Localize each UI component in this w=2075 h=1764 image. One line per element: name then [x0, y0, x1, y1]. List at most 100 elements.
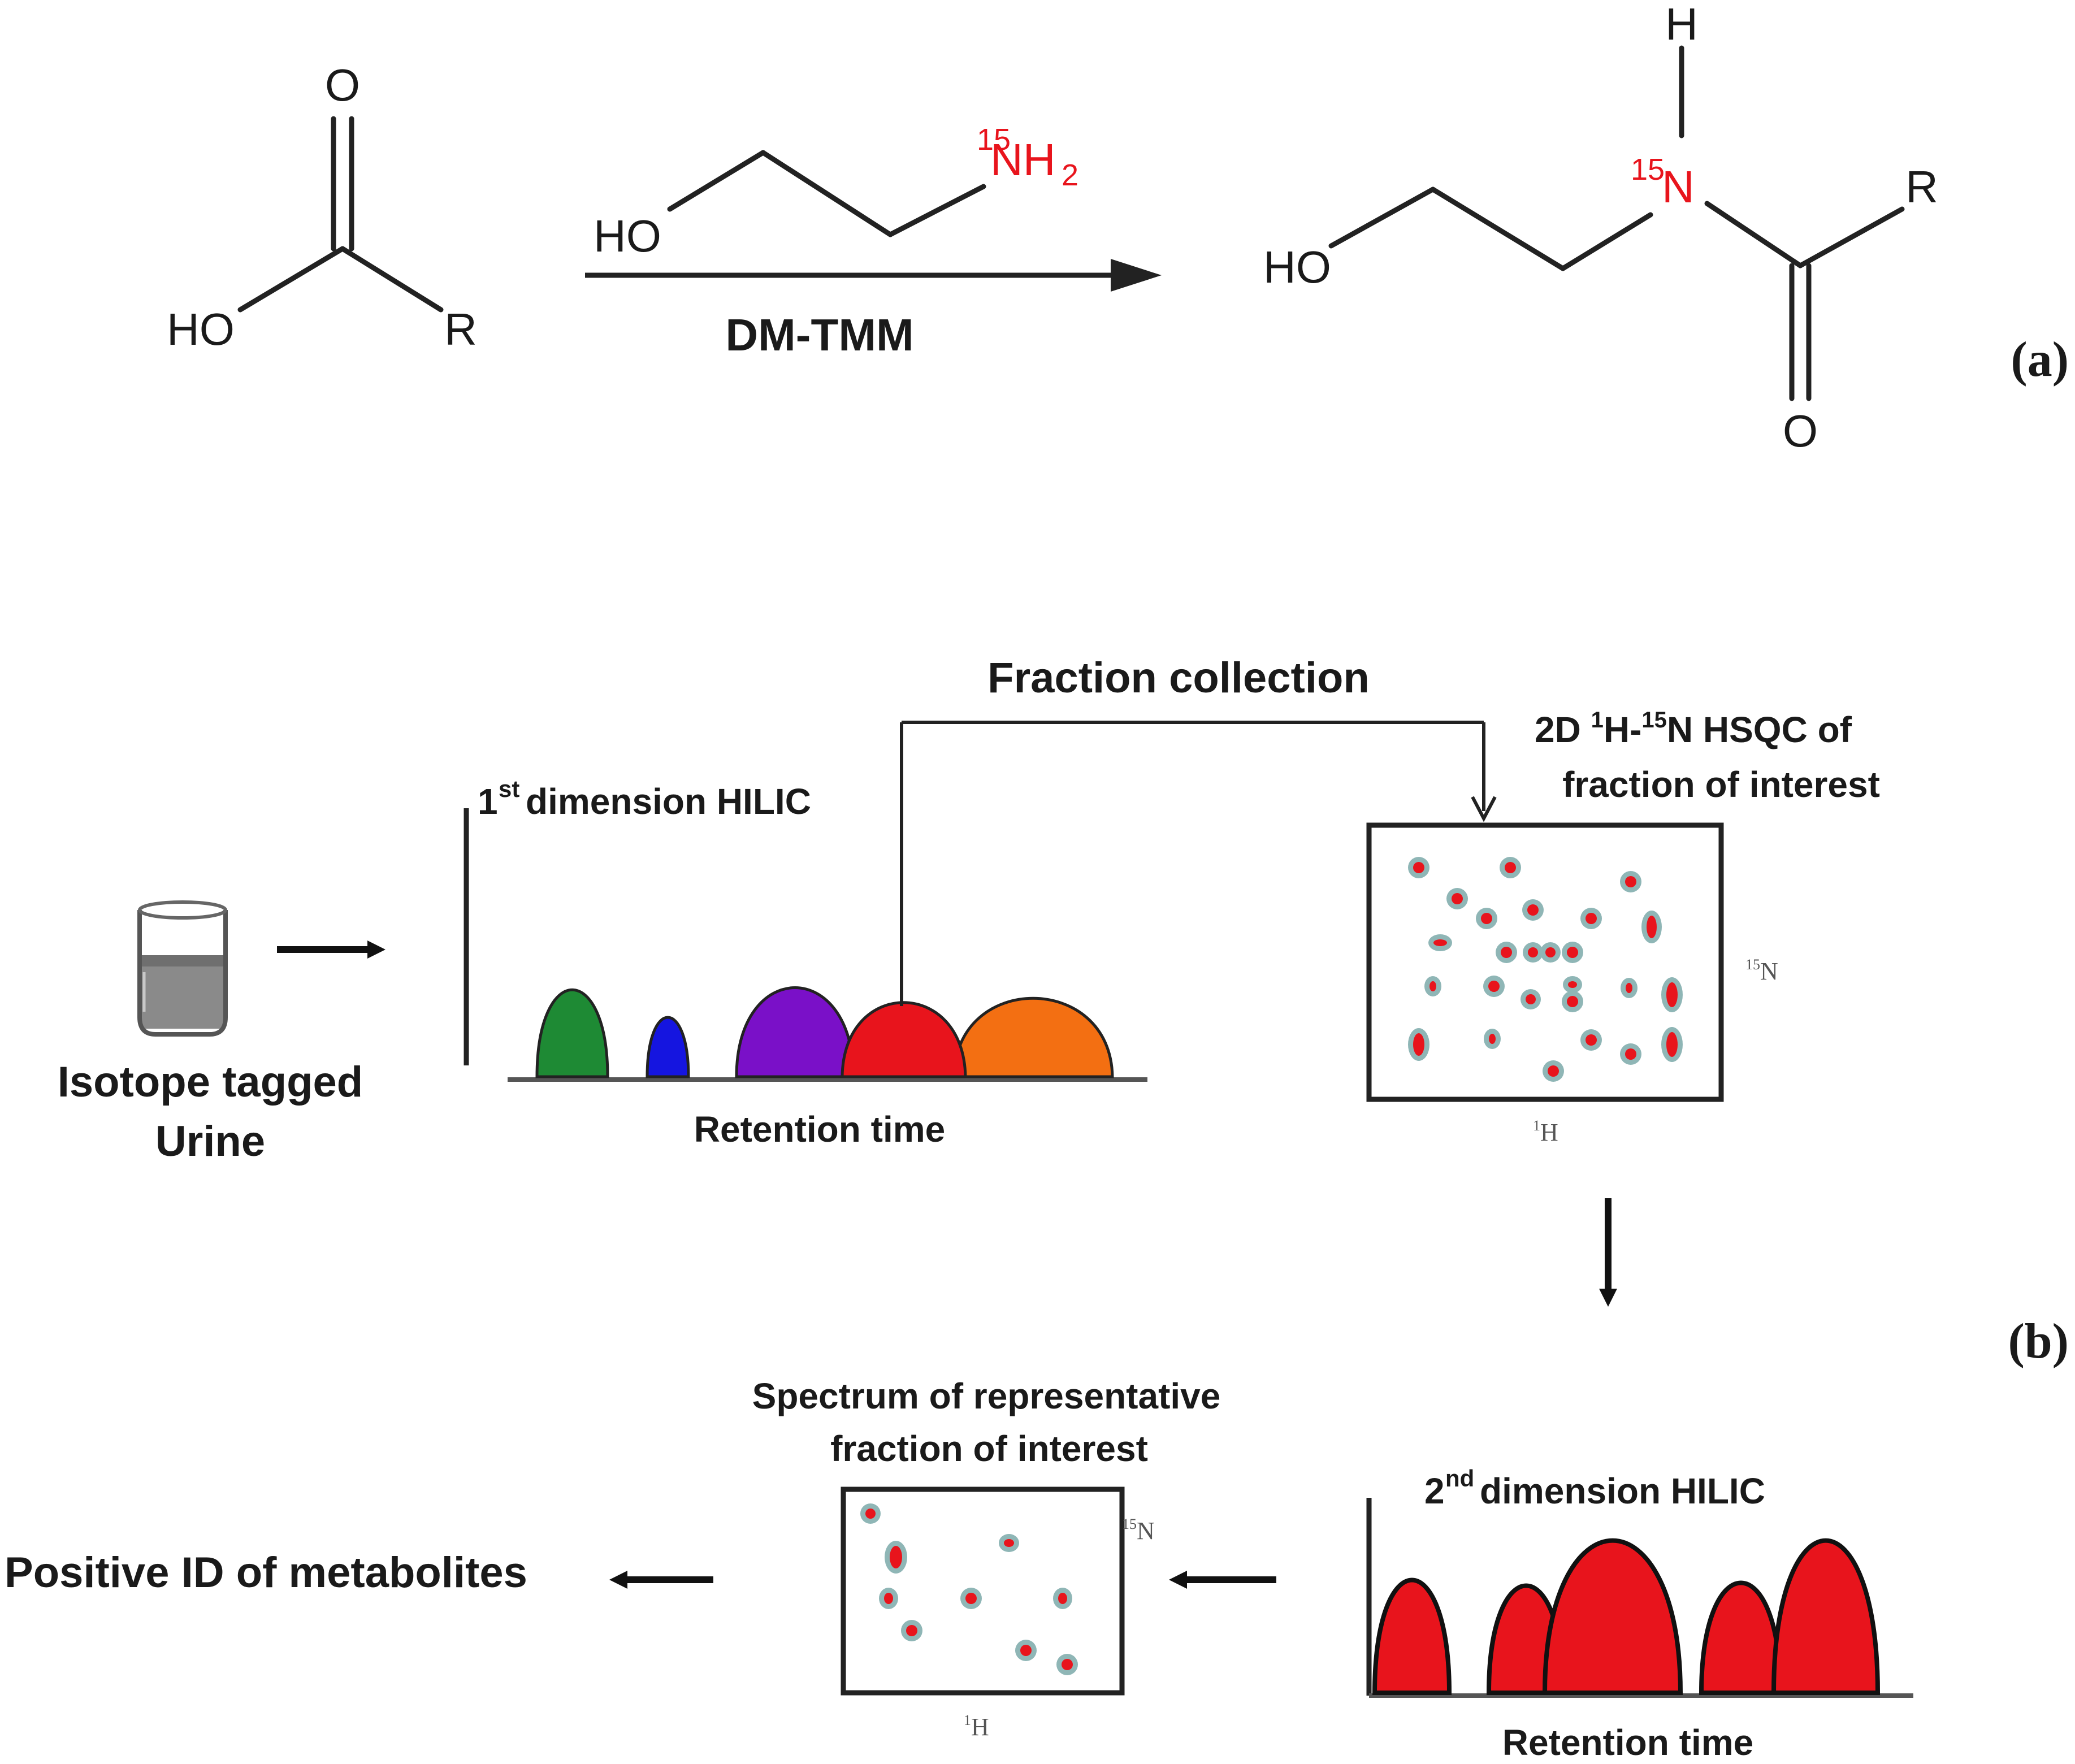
peak-purple: [735, 986, 855, 1078]
amide-hydrogen-label: H: [1665, 0, 1698, 49]
spectrum-spot-8: [1020, 1645, 1032, 1656]
spectrum-spot-6: [1058, 1593, 1067, 1604]
first-dim-title-prefix: 1: [478, 781, 498, 822]
coupling-reagent-label: DM-TMM: [725, 310, 913, 360]
second-dim-title: 2 nd dimension HILIC: [1424, 1465, 1765, 1511]
spectrum-spot-9: [1062, 1659, 1073, 1670]
hsqc-spot-15: [1488, 981, 1500, 992]
hsqc-x-axis-label: 1H: [1533, 1117, 1558, 1146]
hsqc-title-a: 2D: [1535, 709, 1591, 750]
hsqc-spot-6: [1527, 904, 1539, 916]
ethanolamine-hydroxyl-label: HO: [594, 211, 661, 261]
fraction-collection-label: Fraction collection: [987, 654, 1370, 702]
acid-c-r-bond: [340, 246, 444, 313]
hsqc-spot-10: [1501, 947, 1512, 958]
second-dim-title-prefix: 2: [1424, 1471, 1445, 1511]
spectrum-title-line1: Spectrum of representative: [752, 1376, 1221, 1416]
hsqc-spot-8: [1647, 916, 1657, 938]
spectrum-x-axis-label: 1H: [964, 1712, 989, 1741]
hsqc-spot-22: [1489, 1034, 1496, 1044]
second-dim-peak-1: [1372, 1577, 1452, 1695]
hsqc-spot-13: [1567, 947, 1578, 958]
amide-hydroxyl-label: HO: [1263, 242, 1331, 292]
amide-n-label: N: [1662, 162, 1695, 212]
hsqc-spot-5: [1481, 913, 1492, 924]
reaction-scheme: O HO R HO 15 NH 2 DM-TMM: [167, 0, 2069, 456]
hsqc-spectrum: [1366, 822, 1724, 1102]
amide-isotope-mass: 15: [1631, 153, 1665, 187]
hsqc-title-b: H-: [1604, 709, 1642, 750]
fraction-collection-arrow: [900, 721, 1497, 1006]
amide-15n-label: 15 N: [1631, 153, 1695, 212]
spectrum-y-axis-label: 15N: [1122, 1516, 1155, 1545]
second-dim-title-rest: dimension HILIC: [1480, 1471, 1765, 1511]
peak-blue: [646, 1016, 690, 1078]
spectrum-title: Spectrum of representative fraction of i…: [752, 1376, 1221, 1469]
amine-15n-label: 15 NH 2: [977, 123, 1078, 192]
hsqc-spot-24: [1625, 1048, 1636, 1060]
peak-red: [841, 1001, 967, 1078]
hsqc-spot-26: [1548, 1065, 1559, 1077]
representative-spectrum: [841, 1486, 1125, 1696]
hsqc-spot-1: [1413, 862, 1424, 873]
hsqc-spot-2: [1505, 862, 1516, 873]
amide-product-structure: [1328, 45, 1905, 401]
svg-text:2D 1H-15N HSQC of: 2D 1H-15N HSQC of: [1535, 708, 1852, 750]
sample-label-line2: Urine: [155, 1117, 265, 1165]
spectrum-spot-5: [965, 1593, 977, 1604]
hsqc-spot-12: [1545, 947, 1556, 957]
second-dim-peak-5: [1771, 1538, 1881, 1695]
first-dimension-chromatogram: [463, 808, 1147, 1082]
hsqc-title-sup2: 15: [1641, 708, 1667, 733]
amide-r-group-label: R: [1905, 162, 1938, 212]
spectrum-spot-3: [1004, 1539, 1014, 1547]
spectrum-spot-1: [865, 1509, 876, 1519]
hsqc-spot-16: [1526, 994, 1536, 1004]
hsqc-spot-19: [1626, 983, 1632, 993]
second-dim-x-label: Retention time: [1502, 1722, 1753, 1763]
first-dim-title-sup: st: [499, 775, 519, 802]
first-dim-title: 1 st dimension HILIC: [478, 775, 811, 822]
hsqc-y-axis-label: 15N: [1745, 956, 1778, 985]
arrow-to-spectrum: [1169, 1571, 1276, 1589]
hsqc-spot-11: [1528, 947, 1538, 957]
acid-c-oh-bond: [237, 246, 345, 313]
first-dim-x-label: Retention time: [694, 1109, 945, 1150]
hsqc-spot-9: [1433, 939, 1447, 946]
hsqc-spot-18: [1567, 996, 1578, 1007]
sample-label-line1: Isotope tagged: [58, 1058, 363, 1106]
hsqc-spot-23: [1586, 1034, 1597, 1046]
acid-r-group-label: R: [444, 304, 477, 354]
hsqc-spot-3: [1625, 876, 1636, 887]
hsqc-spot-17: [1568, 981, 1577, 988]
acid-hydroxyl-label: HO: [167, 304, 235, 354]
spectrum-title-line2: fraction of interest: [830, 1428, 1148, 1469]
second-dim-peaks: [1372, 1538, 1881, 1695]
panel-b-label: (b): [2008, 1314, 2069, 1369]
hsqc-title-sup1: 1: [1591, 708, 1604, 733]
second-dim-peak-4: [1699, 1580, 1783, 1695]
spectrum-peak-spots: [860, 1503, 1078, 1675]
reaction-arrow: [585, 259, 1162, 292]
hsqc-peak-spots: [1408, 857, 1683, 1082]
sample-vial-icon: [137, 900, 228, 1037]
hsqc-title-line2: fraction of interest: [1562, 764, 1880, 805]
peak-orange: [952, 996, 1114, 1078]
panel-a-label: (a): [2011, 332, 2069, 387]
second-dimension-chromatogram: [1366, 1498, 1913, 1698]
workflow: Isotope tagged Urine 1 st dimension HILI…: [5, 654, 2069, 1763]
hsqc-title-c: N HSQC of: [1667, 709, 1852, 750]
first-dim-title-rest: dimension HILIC: [526, 781, 811, 822]
ethanolamine-structure: [667, 150, 986, 237]
second-dim-title-sup: nd: [1445, 1465, 1474, 1492]
carboxylic-acid-structure: [237, 116, 444, 313]
arrow-to-first-dimension: [277, 940, 385, 959]
hsqc-spot-25: [1666, 1032, 1678, 1057]
hsqc-title: 2D 1H-15N HSQC of fraction of interest: [1535, 708, 1880, 805]
spectrum-spot-4: [884, 1593, 893, 1604]
hsqc-spot-4: [1452, 893, 1463, 904]
arrow-to-result: [609, 1571, 713, 1589]
hsqc-spot-14: [1429, 981, 1436, 991]
second-dim-peak-3: [1542, 1538, 1683, 1695]
